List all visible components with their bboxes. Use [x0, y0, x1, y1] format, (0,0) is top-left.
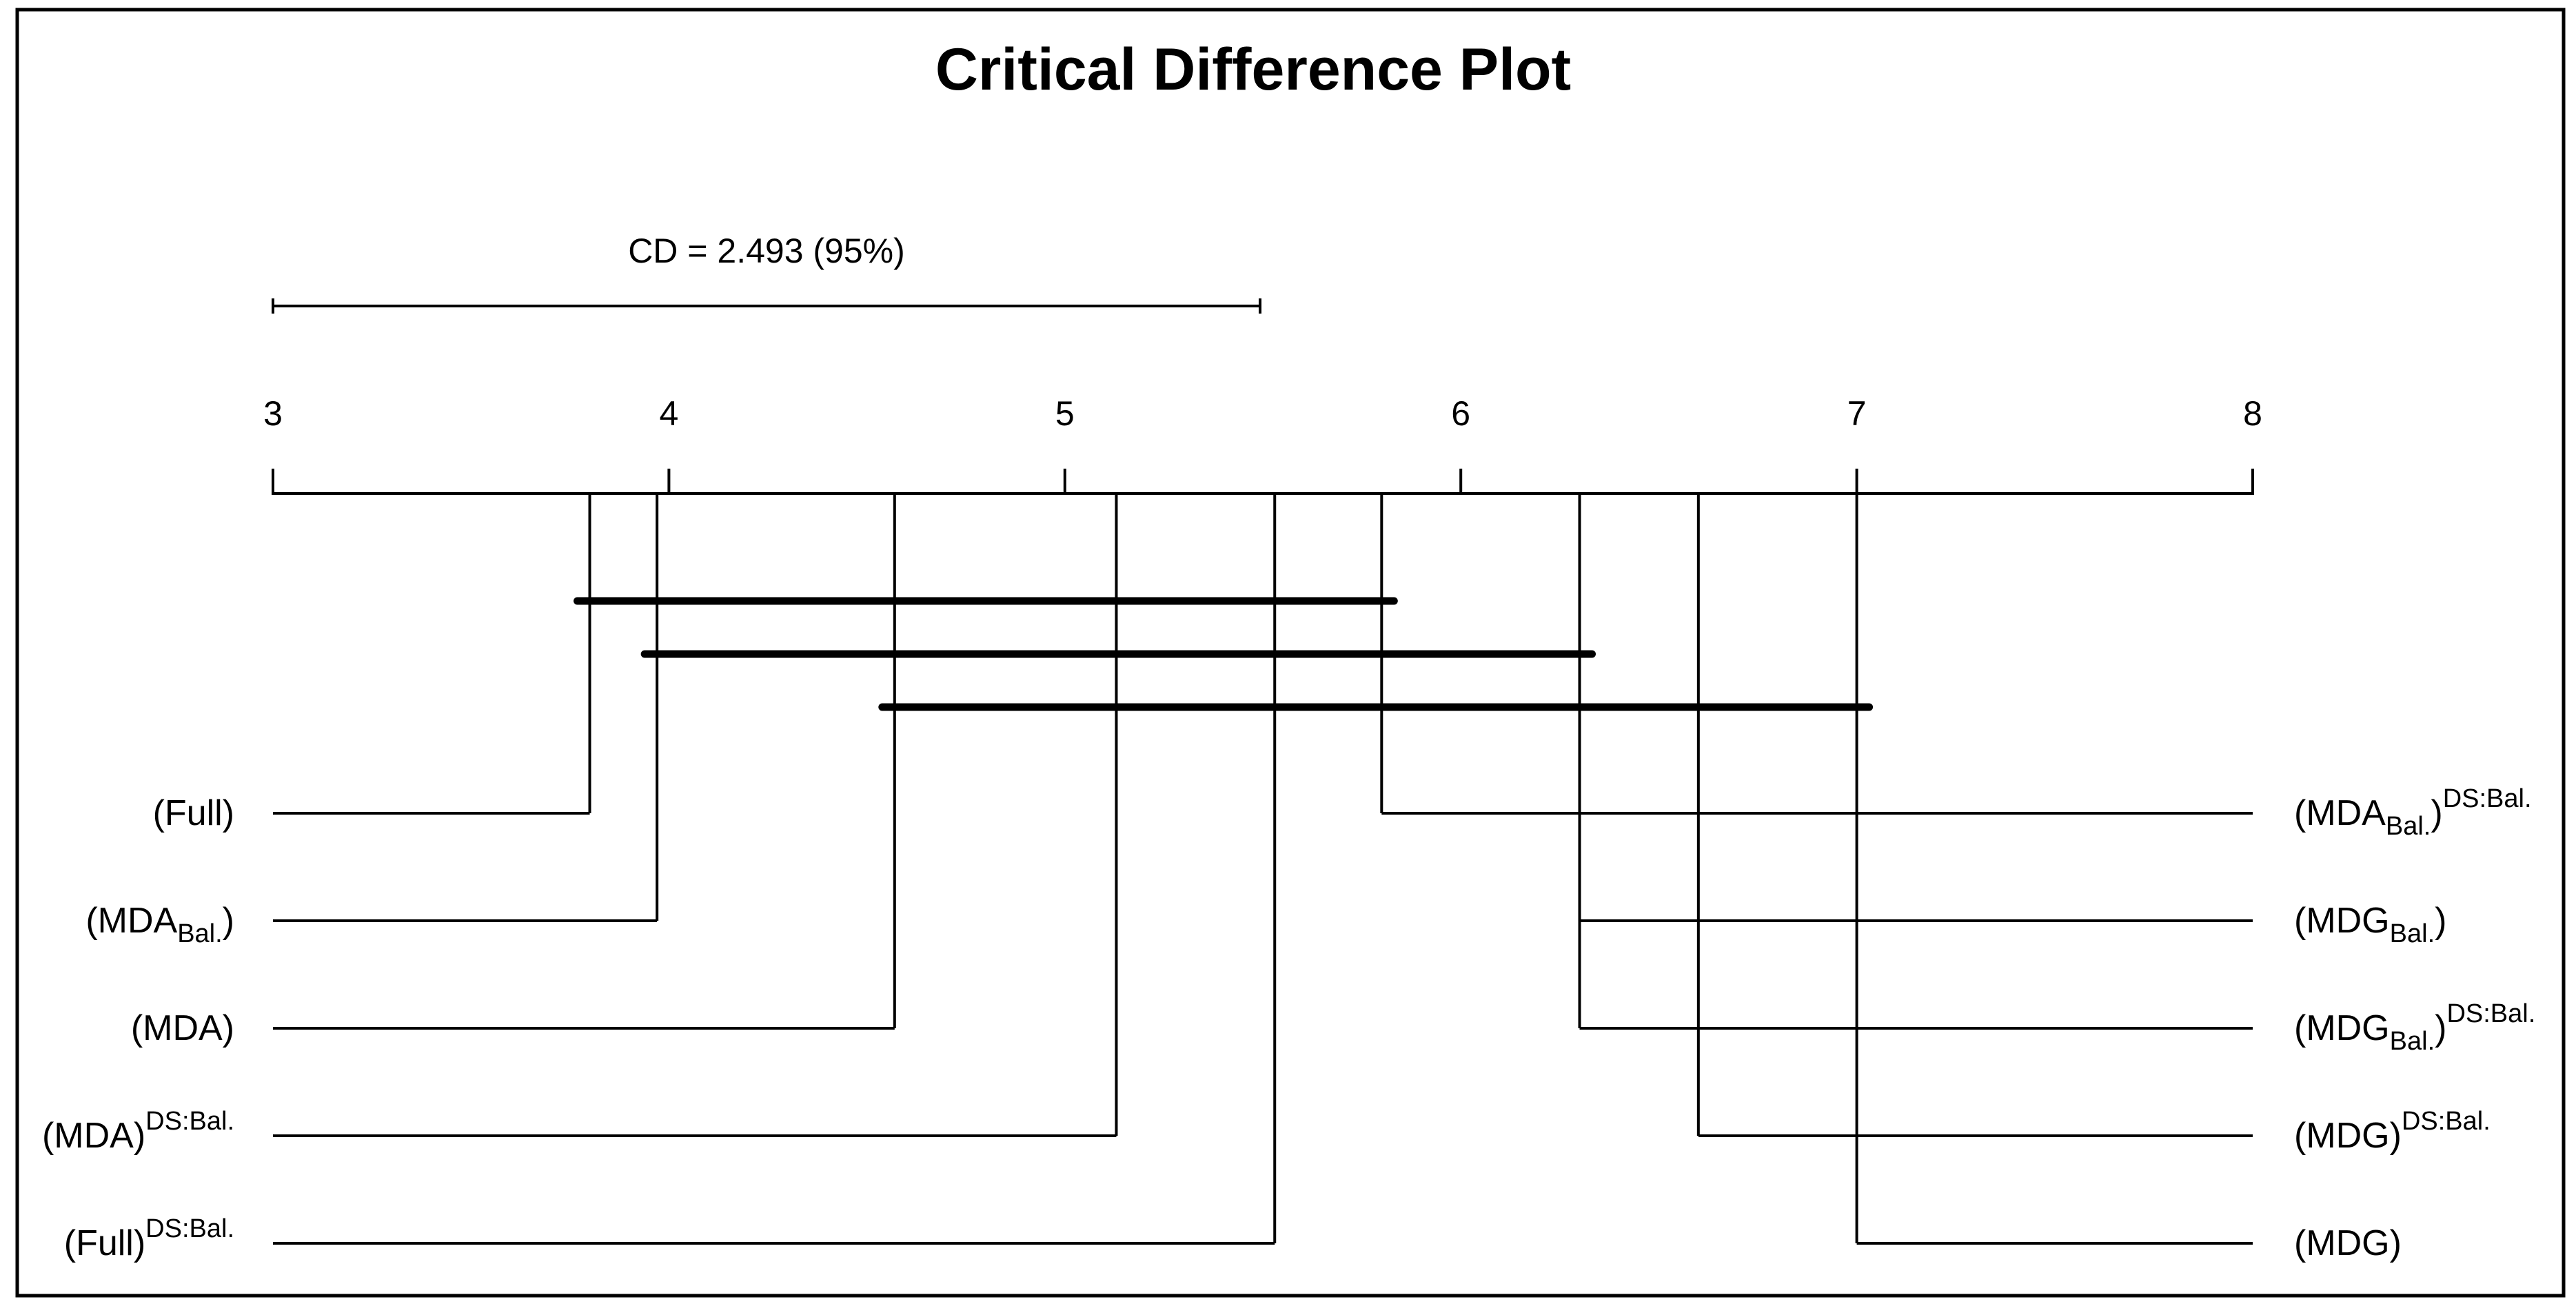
method-label: (MDABal.)	[85, 901, 234, 948]
cd-label: CD = 2.493 (95%)	[628, 232, 905, 270]
clique-bars	[574, 597, 1874, 711]
tick-label: 5	[1055, 394, 1075, 433]
method-label: (Full)	[153, 793, 234, 833]
tick-label: 7	[1847, 394, 1867, 433]
tick-label: 6	[1451, 394, 1470, 433]
method-label: (MDG)DS:Bal.	[2294, 1107, 2491, 1156]
method-label: (MDGBal.)DS:Bal.	[2294, 999, 2535, 1056]
method-label: (MDGBal.)	[2294, 901, 2446, 948]
method-label: (Full)DS:Bal.	[64, 1214, 234, 1263]
chart-title: Critical Difference Plot	[935, 37, 1571, 103]
tick-label: 3	[263, 394, 283, 433]
cd-scale-group: CD = 2.493 (95%)	[272, 232, 1261, 314]
tick-label: 8	[2243, 394, 2262, 433]
method-label: (MDABal.)DS:Bal.	[2294, 784, 2532, 841]
method-labels: (Full) (MDABal.) (MDA) (MDA)DS:Bal. (Full)DS…	[42, 784, 2535, 1263]
method-label: (MDA)	[131, 1008, 234, 1048]
rank-axis: 3 4 5 6 7 8	[263, 394, 2262, 495]
tick-label: 4	[659, 394, 678, 433]
method-label: (MDA)DS:Bal.	[42, 1107, 234, 1156]
method-connectors	[273, 493, 2253, 1245]
method-label: (MDG)	[2294, 1223, 2402, 1263]
